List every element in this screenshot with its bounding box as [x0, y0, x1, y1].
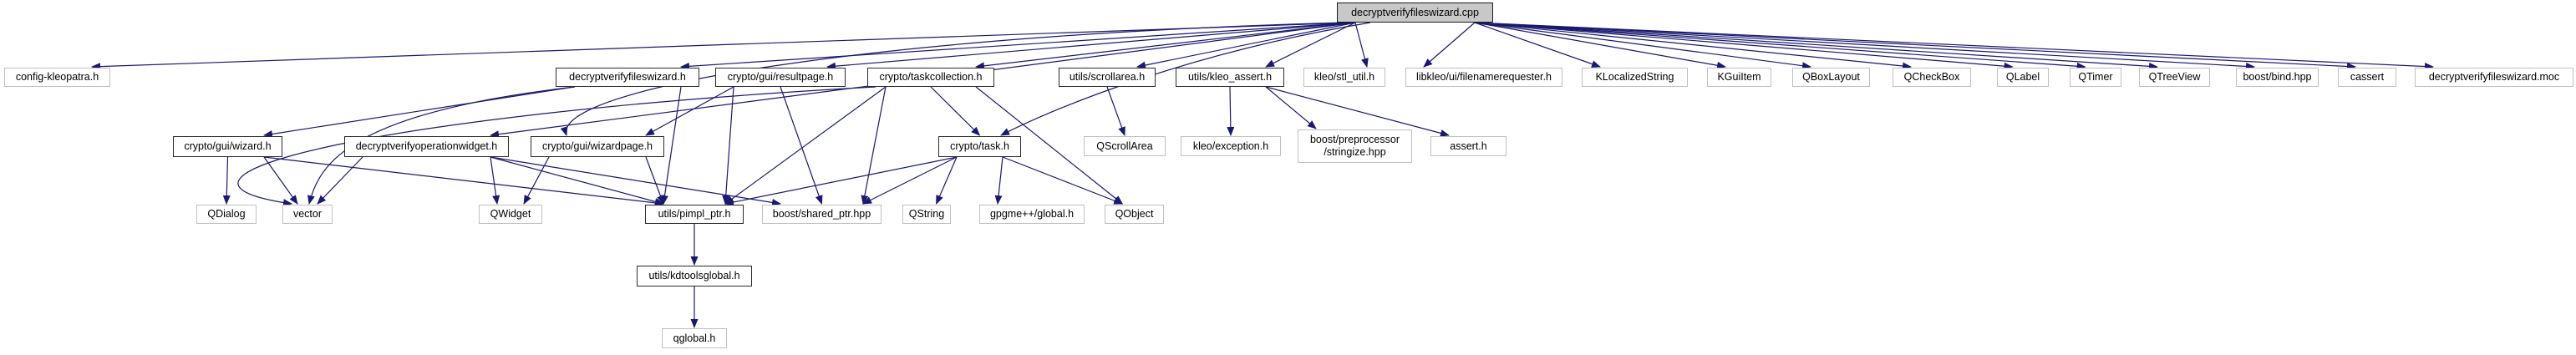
node-stl_util: kleo/stl_util.h: [1303, 68, 1385, 87]
node-boostbind: boost/bind.hpp: [2236, 68, 2319, 87]
node-assert_h: assert.h: [1430, 136, 1506, 156]
include-edge-scrollarea-qscrollarea: [1106, 86, 1125, 136]
include-edge-cpp-cassert: [1474, 22, 2356, 70]
include-edge-task-qobject: [1002, 156, 1124, 205]
include-edge-wizardpage-qwidget: [523, 156, 550, 205]
node-wizardpage[interactable]: crypto/gui/wizardpage.h: [531, 136, 664, 157]
include-edge-cpp-moc: [1474, 22, 2434, 71]
include-edge-opwidget-sharedptr: [490, 156, 781, 206]
include-edge-cpp-wizardpage: [560, 22, 1348, 136]
include-edge-wizard-qdialog: [222, 156, 231, 205]
include-edge-cpp-taskcollection: [975, 22, 1356, 70]
node-stringize: boost/preprocessor /stringize.hpp: [1298, 129, 1412, 163]
include-edge-kleo_assert-stringize: [1265, 86, 1317, 129]
include-edge-task-qstring: [936, 156, 958, 205]
node-cpp[interactable]: decryptverifyfileswizard.cpp: [1337, 3, 1493, 23]
node-exception: kleo/exception.h: [1181, 136, 1281, 156]
include-edge-dvfw_h-wizard: [263, 86, 575, 138]
include-edge-taskcollection-sharedptr: [861, 86, 887, 205]
include-edge-cpp-qtreeview: [1474, 22, 2158, 70]
include-edge-kleo_assert-exception: [1227, 86, 1235, 136]
include-edge-cpp-qcheckbox: [1474, 22, 1912, 70]
node-klocalized: KLocalizedString: [1582, 68, 1688, 87]
include-edge-taskcollection-pimpl: [724, 86, 887, 205]
node-qboxlayout: QBoxLayout: [1792, 68, 1870, 87]
include-edge-task-sharedptr: [862, 156, 958, 205]
node-kleo_assert[interactable]: utils/kleo_assert.h: [1176, 68, 1284, 87]
include-edge-cpp-qboxlayout: [1474, 22, 1811, 70]
include-edge-resultpage-pimpl: [722, 86, 734, 205]
node-taskcollection[interactable]: crypto/taskcollection.h: [867, 68, 994, 87]
node-qtimer: QTimer: [2070, 68, 2121, 87]
node-opwidget[interactable]: decryptverifyoperationwidget.h: [344, 136, 509, 157]
node-kguiitem: KGuiItem: [1707, 68, 1771, 87]
include-edge-resultpage-sharedptr: [780, 86, 823, 205]
include-edge-taskcollection-task: [930, 86, 981, 136]
include-edge-task-gpgme: [994, 156, 1003, 205]
include-edge-wizardpage-pimpl: [645, 156, 664, 205]
include-edge-cpp-config: [91, 22, 1356, 71]
include-edge-cpp-qlabel: [1474, 22, 2014, 70]
include-edge-cpp-kguiitem: [1474, 22, 1726, 69]
node-qstring: QString: [902, 205, 951, 224]
include-edge-dvfw_h-pimpl: [661, 86, 682, 205]
include-edge-opwidget-pimpl: [490, 156, 664, 205]
node-resultpage[interactable]: crypto/gui/resultpage.h: [715, 68, 846, 87]
node-vector: vector: [282, 205, 333, 224]
include-edge-cpp-boostbind: [1474, 22, 2255, 70]
include-edge-wizard-pimpl: [263, 156, 664, 207]
include-edge-resultpage-wizardpage: [645, 86, 734, 136]
node-pimpl[interactable]: utils/pimpl_ptr.h: [645, 205, 744, 224]
node-qwidget: QWidget: [479, 205, 542, 224]
node-scrollarea[interactable]: utils/scrollarea.h: [1059, 68, 1156, 87]
include-edge-taskcollection-qobject: [975, 86, 1124, 205]
node-qscrollarea: QScrollArea: [1084, 136, 1166, 156]
node-wizard[interactable]: crypto/gui/wizard.h: [173, 136, 282, 157]
include-edge-cpp-dvfw_h: [680, 22, 1356, 70]
node-cassert: cassert: [2338, 68, 2396, 87]
node-qobject: QObject: [1105, 205, 1164, 224]
include-edge-kleo_assert-assert_h: [1265, 86, 1450, 137]
include-edge-cpp-kleo_assert: [1265, 22, 1356, 68]
node-qtreeview: QTreeView: [2139, 68, 2210, 87]
node-config: config-kleopatra.h: [4, 68, 110, 87]
node-qdialog: QDialog: [196, 205, 257, 224]
node-task[interactable]: crypto/task.h: [938, 136, 1021, 157]
include-edge-opwidget-qwidget: [490, 156, 500, 205]
node-gpgme: gpgme++/global.h: [979, 205, 1085, 224]
include-edge-opwidget-vector: [317, 156, 363, 205]
node-kdtools[interactable]: utils/kdtoolsglobal.h: [637, 266, 752, 287]
include-edge-cpp-resultpage: [826, 22, 1356, 70]
include-edge-cpp-stl_util: [1354, 22, 1369, 68]
node-moc: decryptverifyfileswizard.moc: [2415, 68, 2573, 87]
node-qglobal: qglobal.h: [662, 328, 727, 348]
node-filenamereq: libkleo/ui/filenamerequester.h: [1405, 68, 1562, 87]
include-edge-cpp-klocalized: [1474, 22, 1601, 68]
include-edge-cpp-filenamereq: [1423, 22, 1476, 68]
node-qcheckbox: QCheckBox: [1893, 68, 1971, 87]
node-sharedptr: boost/shared_ptr.hpp: [762, 205, 882, 224]
include-edge-cpp-qtimer: [1474, 22, 2086, 70]
include-edge-taskcollection-vector: [237, 86, 876, 207]
node-qlabel: QLabel: [1997, 68, 2049, 87]
include-edge-cpp-scrollarea: [1136, 22, 1356, 69]
node-dvfw_h[interactable]: decryptverifyfileswizard.h: [556, 68, 699, 87]
include-edge-task-pimpl: [724, 156, 958, 206]
include-edge-wizard-vector: [263, 156, 298, 205]
